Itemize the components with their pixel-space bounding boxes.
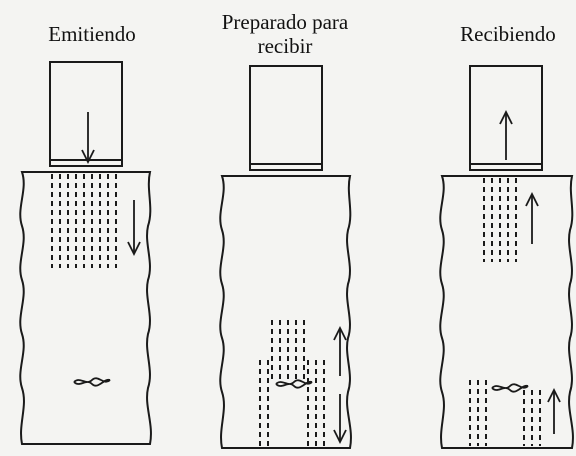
dashed-wave-lines-icon: [259, 360, 325, 446]
specimen-block-2: [219, 175, 352, 449]
dashed-wave-lines-icon: [483, 178, 517, 262]
panel-emitiendo: [19, 61, 152, 445]
label-emitiendo: Emitiendo: [48, 22, 136, 46]
dashed-wave-lines-icon: [271, 320, 305, 382]
dashed-wave-lines-icon: [51, 174, 117, 268]
transducer-probe-2: [249, 65, 323, 171]
defect-mark-icon: [275, 379, 313, 389]
defect-mark-icon: [73, 377, 111, 387]
label-recibiendo: Recibiendo: [460, 22, 556, 46]
label-preparado: Preparado para recibir: [221, 10, 349, 58]
specimen-block-3: [439, 175, 574, 449]
defect-mark-icon: [491, 383, 529, 393]
transducer-probe-3: [469, 65, 543, 171]
specimen-block-1: [19, 171, 152, 445]
transducer-probe-1: [49, 61, 123, 167]
panel-preparado: [219, 65, 352, 449]
panel-recibiendo: [439, 65, 574, 449]
dashed-wave-lines-icon: [469, 380, 541, 446]
